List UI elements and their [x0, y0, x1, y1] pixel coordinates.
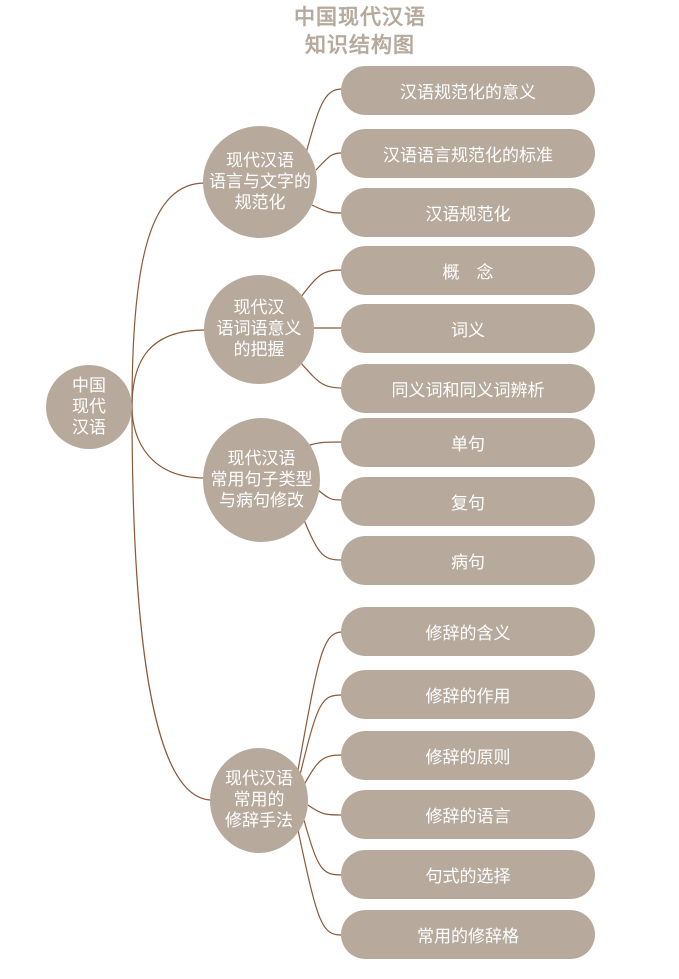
- connector-branch-2-leaf-3: [299, 361, 343, 389]
- leaf-rhetoric-definition: 修辞的含义: [341, 607, 595, 656]
- connector-root-branch-1: [131, 182, 206, 408]
- connector-branch-4-leaf-4: [307, 804, 343, 816]
- connector-branch-1-leaf-2: [315, 152, 343, 171]
- connector-branch-3-leaf-2: [317, 489, 343, 501]
- leaf-word-sense: 词义: [341, 304, 595, 353]
- connector-root-branch-2: [131, 329, 206, 408]
- leaf-faulty-sentence: 病句: [341, 536, 595, 585]
- leaf-rhetoric-function: 修辞的作用: [341, 670, 595, 719]
- leaf-rhetoric-language: 修辞的语言: [341, 790, 595, 839]
- connector-branch-1-leaf-3: [311, 204, 343, 214]
- branch-node-word-meaning: 现代汉 语词语意义 的把握: [204, 275, 314, 384]
- branch-node-sentence-types: 现代汉语 常用句子类型 与病句修改: [203, 418, 320, 542]
- leaf-complex-sentence: 复句: [341, 477, 595, 526]
- connector-root-branch-4: [131, 406, 213, 801]
- leaf-rhetorical-devices: 常用的修辞格: [341, 910, 595, 959]
- connector-branch-4-leaf-5: [303, 819, 343, 876]
- connector-branch-4-leaf-6: [297, 829, 343, 936]
- connector-branch-4-leaf-1: [297, 631, 343, 771]
- leaf-standardization-meaning: 汉语规范化的意义: [341, 66, 595, 115]
- diagram-title-line2: 知识结构图: [305, 33, 415, 57]
- leaf-simple-sentence: 单句: [341, 418, 595, 467]
- connector-branch-4-leaf-2: [299, 694, 343, 776]
- leaf-standardization: 汉语规范化: [341, 188, 595, 237]
- leaf-concept: 概 念: [341, 246, 595, 295]
- leaf-sentence-choice: 句式的选择: [341, 850, 595, 899]
- diagram-title-line1: 中国现代汉语: [294, 5, 426, 29]
- branch-node-language-standardization: 现代汉语 语言与文字的 规范化: [203, 126, 317, 238]
- branch-node-rhetoric: 现代汉语 常用的 修辞手法: [210, 748, 308, 853]
- leaf-standardization-criteria: 汉语语言规范化的标准: [341, 129, 595, 178]
- leaf-synonyms: 同义词和同义词辨析: [341, 364, 595, 413]
- leaf-rhetoric-principles: 修辞的原则: [341, 731, 595, 780]
- connector-branch-2-leaf-1: [299, 269, 343, 299]
- root-node: 中国 现代 汉语: [46, 365, 132, 449]
- connector-root-branch-3: [131, 406, 206, 479]
- connector-branch-4-leaf-3: [303, 754, 343, 786]
